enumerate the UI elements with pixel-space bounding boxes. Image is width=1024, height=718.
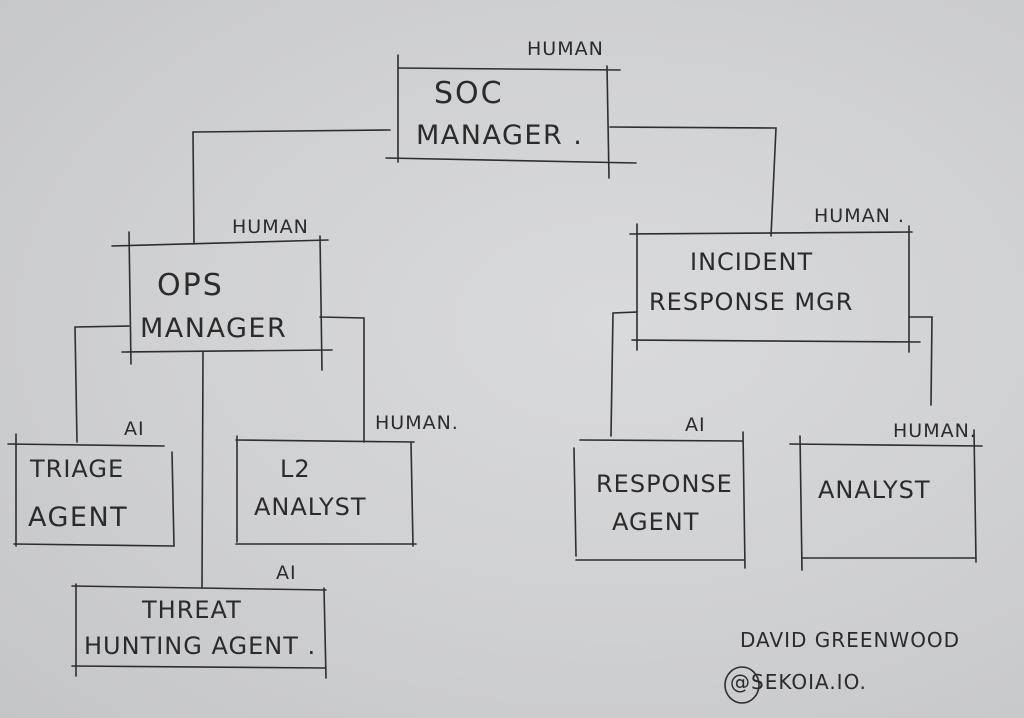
signature-handle: @SEKOIA.IO. — [730, 670, 867, 694]
analyst-title: ANALYST — [818, 476, 931, 504]
response-agent-role-tag: AI — [685, 414, 706, 436]
response-agent-box — [573, 431, 746, 569]
l2-analyst-title-line2: ANALYST — [254, 493, 367, 521]
triage-agent-role-tag: AI — [124, 418, 145, 440]
at-symbol-circle — [724, 666, 760, 704]
triage-agent-box — [7, 433, 175, 547]
incident-response-mgr-title-line1: INCIDENT — [690, 248, 814, 276]
response-agent-title-line2: AGENT — [612, 508, 700, 536]
ops-manager-role-tag: HUMAN — [232, 216, 309, 238]
threat-hunting-agent-title-line1: THREAT — [142, 596, 242, 624]
l2-analyst-title-line1: L2 — [280, 455, 311, 483]
soc-manager-title-line1: SOC — [434, 76, 504, 111]
connector-lines — [74, 126, 933, 589]
l2-analyst-role-tag: HUMAN. — [375, 412, 459, 434]
l2-analyst-box — [235, 435, 417, 547]
ops-manager-title-line1: OPS — [157, 268, 224, 303]
ops-manager-title-line2: MANAGER — [140, 313, 288, 344]
soc-manager-role-tag: HUMAN — [527, 38, 604, 60]
analyst-role-tag: HUMAN. — [893, 420, 977, 442]
incident-response-mgr-role-tag: HUMAN . — [814, 205, 905, 227]
threat-hunting-agent-title-line2: HUNTING AGENT . — [84, 632, 317, 660]
analyst-box — [789, 429, 983, 571]
soc-manager-box — [385, 54, 637, 179]
ops-manager-box — [111, 231, 333, 371]
signature-name: DAVID GREENWOOD — [740, 628, 961, 652]
threat-hunting-agent-role-tag: AI — [276, 562, 297, 584]
threat-hunting-agent-box — [71, 583, 327, 679]
triage-agent-title-line2: AGENT — [28, 502, 129, 533]
soc-manager-title-line2: MANAGER . — [416, 120, 584, 151]
response-agent-title-line1: RESPONSE — [596, 470, 733, 498]
incident-response-mgr-title-line2: RESPONSE MGR — [649, 288, 854, 316]
triage-agent-title-line1: TRIAGE — [30, 455, 125, 483]
